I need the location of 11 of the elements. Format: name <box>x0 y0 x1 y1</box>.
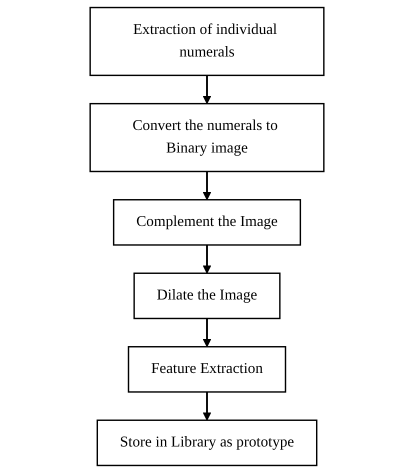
node-box: Dilate the Image <box>132 272 280 320</box>
arrow <box>202 318 211 348</box>
arrow <box>202 244 211 274</box>
node-box: Extraction of individual numerals <box>88 6 324 76</box>
arrow <box>202 392 211 421</box>
node-box: Complement the Image <box>112 199 301 246</box>
arrow <box>202 171 211 200</box>
node-box: Convert the numerals to Binary image <box>88 102 324 172</box>
node-box: Feature Extraction <box>127 346 286 393</box>
arrow <box>202 75 211 104</box>
node-box: Store in Library as prototype <box>96 420 317 466</box>
